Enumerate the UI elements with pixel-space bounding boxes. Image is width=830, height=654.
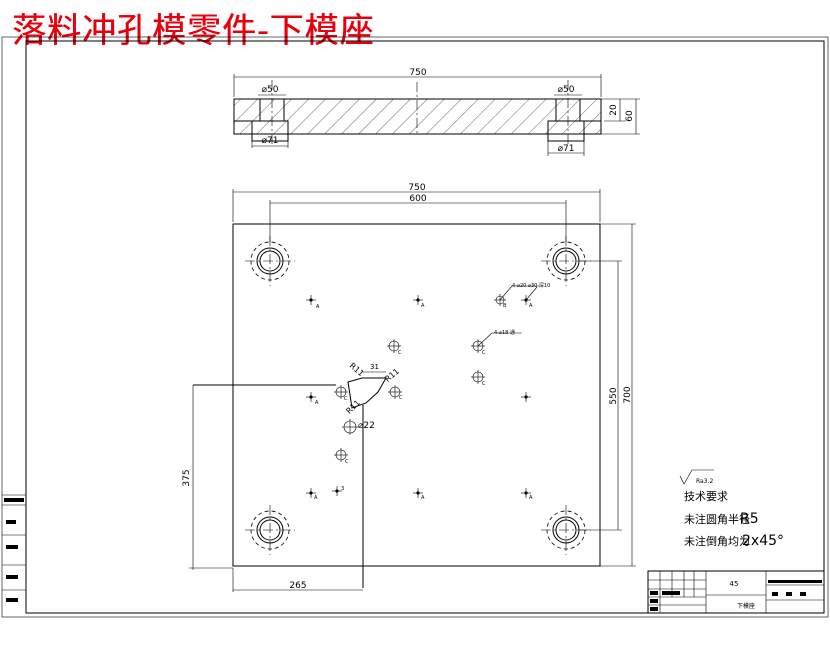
marker-a: A xyxy=(421,495,425,501)
dim-top-550: 550 xyxy=(609,387,619,404)
notes-line-2-prefix: 未注倒角均为 xyxy=(684,534,750,548)
page-title: 落料冲孔模零件-下模座 xyxy=(12,11,375,51)
dim-front-20: 20 xyxy=(609,104,619,116)
guide-hole-top-right xyxy=(541,236,591,286)
marker-a: A xyxy=(316,304,320,310)
title-block: 45 下模座 xyxy=(647,570,825,614)
roughness-symbol xyxy=(679,469,714,485)
guide-hole-bottom-left xyxy=(245,505,295,555)
material-cell: 45 xyxy=(730,580,739,588)
hole-markers: A A B A C C C C C A C A 3 A A xyxy=(314,303,533,501)
marker-c: C xyxy=(398,350,402,356)
dim-front-60: 60 xyxy=(625,110,635,122)
notes-line-1-prefix: 未注圆角半径 xyxy=(684,512,750,526)
notes-line-2-value: 2x45° xyxy=(742,533,784,549)
marker-c: C xyxy=(482,350,486,356)
marker-c: C xyxy=(344,396,348,402)
marker-a: A xyxy=(315,400,319,406)
notes-heading: 技术要求 xyxy=(684,490,728,503)
dim-top-750: 750 xyxy=(408,183,425,193)
marker-a: A xyxy=(314,495,318,501)
dim-phi22: ⌀22 xyxy=(358,421,375,431)
dim-r11-a: R11 xyxy=(348,361,366,378)
callout-1: 4-⌀20 ⌀30 深10 xyxy=(512,282,550,289)
hole-phi22 xyxy=(342,419,358,435)
notes-line-1-value: R5 xyxy=(740,511,759,527)
dim-front-750: 750 xyxy=(409,68,426,78)
punch-opening xyxy=(347,377,387,409)
marker-a: A xyxy=(529,303,533,309)
screw-holes xyxy=(306,294,531,498)
dim-front-cbore-left: ⌀71 xyxy=(262,136,279,146)
guide-hole-bottom-right xyxy=(541,505,591,555)
marker-c: C xyxy=(399,395,403,401)
dim-top-265: 265 xyxy=(289,581,306,591)
guide-hole-top-left xyxy=(245,236,295,286)
part-name-cell: 下模座 xyxy=(737,602,755,610)
section-hatch xyxy=(234,99,601,134)
front-view: 750 ⌀50 ⌀50 ⌀71 ⌀71 20 60 xyxy=(233,68,640,156)
marker-c: C xyxy=(482,381,486,387)
dim-31: 31 xyxy=(370,363,379,371)
dim-r11-b: R11 xyxy=(383,367,401,384)
dim-top-700: 700 xyxy=(623,386,633,403)
marker-a: A xyxy=(529,495,533,501)
dim-top-375: 375 xyxy=(182,469,192,486)
dim-front-bore-right: ⌀50 xyxy=(558,85,575,95)
dim-front-cbore-right: ⌀71 xyxy=(558,144,575,154)
top-view: 750 600 700 550 375 265 xyxy=(182,183,636,592)
marker-a: A xyxy=(421,303,425,309)
marker-b: B xyxy=(503,303,507,309)
marker-c: C xyxy=(345,459,349,465)
sheet-outer-frame xyxy=(1,36,829,618)
dim-front-bore-left: ⌀50 xyxy=(262,85,279,95)
roughness-value: Ra3.2 xyxy=(696,478,713,485)
pin-holes xyxy=(334,339,485,462)
callout-2: 4-⌀18 通 xyxy=(494,329,515,336)
plate-outline xyxy=(232,223,601,567)
dim-top-600: 600 xyxy=(409,194,426,204)
technical-notes: Ra3.2 技术要求 未注圆角半径 R5 未注倒角均为 2x45° xyxy=(679,469,784,549)
side-strip xyxy=(2,494,26,602)
sheet-inner-border xyxy=(25,40,825,614)
marker-3: 3 xyxy=(341,486,344,492)
